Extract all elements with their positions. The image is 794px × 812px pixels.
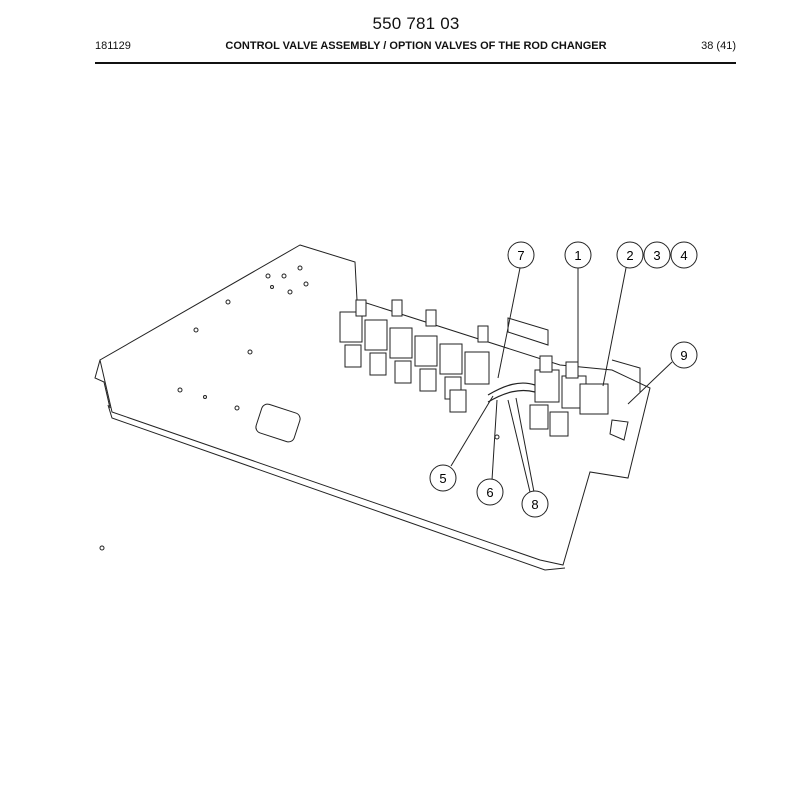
hose-lines <box>487 382 536 403</box>
callout-3: 3 <box>643 241 671 269</box>
callout-6: 6 <box>476 478 504 506</box>
callout-5: 5 <box>429 464 457 492</box>
svg-text:2: 2 <box>626 248 633 263</box>
svg-text:6: 6 <box>486 485 493 500</box>
document-date: 181129 <box>95 40 131 52</box>
valve-bank-left <box>339 299 490 413</box>
callout-4: 4 <box>670 241 698 269</box>
callout-1: 1 <box>564 241 592 269</box>
page-title: CONTROL VALVE ASSEMBLY / OPTION VALVES O… <box>225 40 607 52</box>
callout-9: 9 <box>670 341 698 369</box>
svg-text:4: 4 <box>680 248 687 263</box>
header-rule <box>95 62 736 64</box>
plate-cutout <box>255 403 301 443</box>
svg-text:9: 9 <box>680 348 687 363</box>
svg-text:1: 1 <box>574 248 581 263</box>
svg-text:7: 7 <box>517 248 524 263</box>
document-number: 550 781 03 <box>372 14 460 33</box>
callout-2: 2 <box>616 241 644 269</box>
rear-bracket <box>507 317 549 346</box>
valve-bank-right <box>529 355 629 441</box>
side-bracket <box>611 359 641 392</box>
leader-lines <box>450 267 673 493</box>
callout-8: 8 <box>521 490 549 518</box>
page-number: 38 (41) <box>701 40 736 52</box>
svg-text:3: 3 <box>653 248 660 263</box>
svg-text:8: 8 <box>531 497 538 512</box>
plate-edge <box>94 359 111 409</box>
svg-text:5: 5 <box>439 471 446 486</box>
callout-7: 7 <box>507 241 535 269</box>
plate-bottom-flange <box>107 404 566 571</box>
mounting-holes <box>99 265 500 551</box>
callout-balloons: 7 1 2 3 4 9 5 6 <box>429 241 698 518</box>
